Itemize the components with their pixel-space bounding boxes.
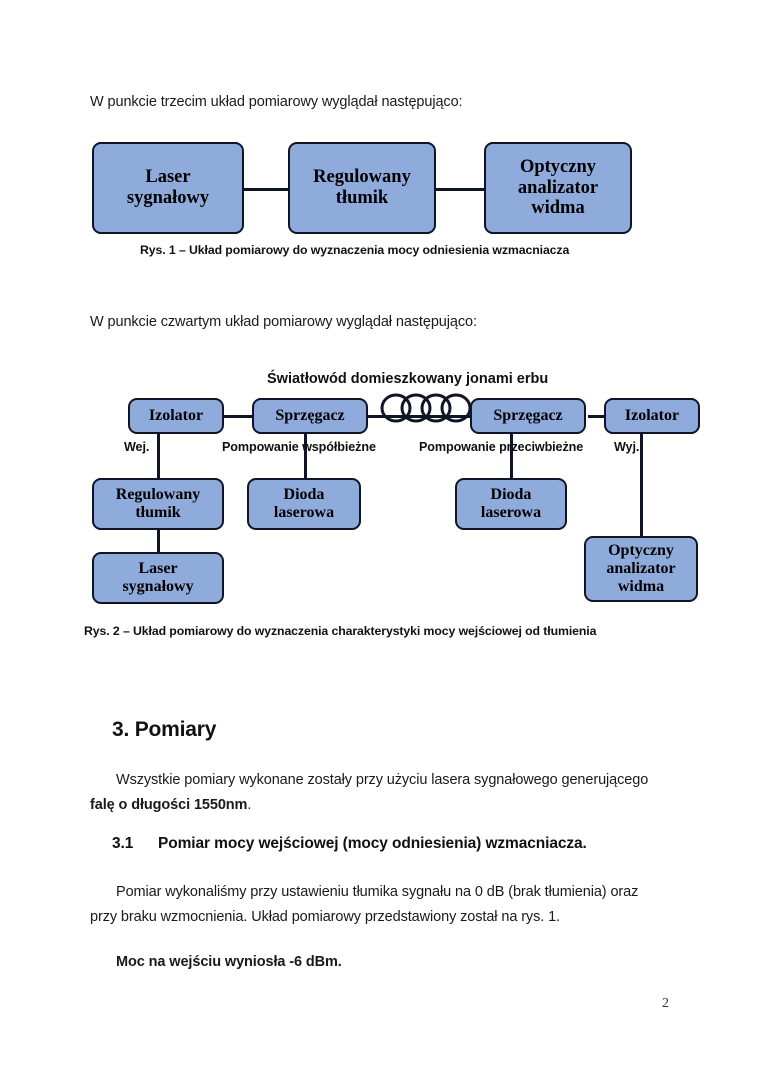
section-3-1-paragraph-a-text: Pomiar wykonaliśmy przy ustawieniu tłumi… [90, 884, 639, 925]
figure2-edge-label-pompowanie-wspolbiezne: Pompowanie współbieżne [222, 440, 376, 454]
figure2-node-sprzegacz-right-label: Sprzęgacz [493, 407, 563, 425]
figure2-node-analizator-line2: analizator [606, 560, 676, 578]
figure1-node-tlumik-line2: tłumik [335, 188, 389, 208]
figure2-node-izolator-right: Izolator [604, 398, 700, 434]
figure2-node-laser-line1: Laser [138, 560, 178, 578]
figure1-node-laser-line1: Laser [145, 167, 191, 188]
section-3-1-paragraph-a: Pomiar wykonaliśmy przy ustawieniu tłumi… [90, 880, 660, 930]
section-3-paragraph-1-bold: falę o długości 1550nm [90, 797, 248, 813]
section-3-1-number: 3.1 [112, 835, 134, 852]
figure1-node-laser-line2: sygnałowy [126, 188, 210, 208]
figure2-node-analizator-line3: widma [617, 577, 665, 595]
figure2-edge-izolator-right-down [640, 430, 643, 538]
figure2-node-laser-line2: sygnałowy [122, 578, 194, 595]
figure1-node-analizator-line3: widma [531, 198, 585, 219]
figure2-edge-sprzegacz-left-down [304, 430, 307, 480]
figure2-node-tlumik-line2: tłumik [135, 504, 181, 521]
figure2-node-sprzegacz-left-label: Sprzęgacz [275, 407, 345, 425]
figure2-fiber-label: Światłowód domieszkowany jonami erbu [267, 371, 549, 387]
intro-paragraph-2: W punkcie czwartym układ pomiarowy wyglą… [90, 314, 477, 330]
figure1-node-laser-sygnalowy: Laser sygnałowy [92, 142, 244, 234]
figure2-edge-izolator-to-sprzegacz-left [222, 415, 270, 418]
figure2-node-dioda-left-line1: Dioda [283, 486, 325, 504]
figure-1-caption: Rys. 1 – Układ pomiarowy do wyznaczenia … [140, 243, 570, 257]
figure2-edge-fiber-span [365, 415, 493, 418]
figure2-edge-sprzegacz-to-izolator-right [588, 415, 610, 418]
figure1-node-regulowany-tlumik: Regulowany tłumik [288, 142, 436, 234]
figure2-edge-izolator-left-down [157, 430, 160, 480]
figure2-node-sprzegacz-right: Sprzęgacz [470, 398, 586, 434]
figure2-node-dioda-laserowa-right: Dioda laserowa [455, 478, 567, 530]
figure2-node-analizator-line1: Optyczny [608, 542, 674, 560]
figure2-node-dioda-laserowa-left: Dioda laserowa [247, 478, 361, 530]
figure1-node-optyczny-analizator-widma: Optyczny analizator widma [484, 142, 632, 234]
section-3-1-paragraph-b: Moc na wejściu wyniosła -6 dBm. [90, 950, 660, 975]
figure2-edge-label-wej: Wej. [124, 440, 150, 454]
section-3-paragraph-1-part-a: Wszystkie pomiary wykonane zostały przy … [116, 772, 649, 788]
section-3-1-paragraph-b-text: Moc na wejściu wyniosła -6 dBm. [116, 954, 342, 970]
figure-2-caption: Rys. 2 – Układ pomiarowy do wyznaczenia … [84, 624, 597, 638]
figure2-node-laser-sygnalowy: Laser sygnałowy [92, 552, 224, 604]
figure2-node-dioda-right-line2: laserowa [480, 504, 542, 521]
figure1-node-analizator-line1: Optyczny [519, 156, 597, 177]
section-3-paragraph-1: Wszystkie pomiary wykonane zostały przy … [90, 768, 670, 818]
page-number: 2 [662, 996, 669, 1011]
figure2-node-optyczny-analizator-widma: Optyczny analizator widma [584, 536, 698, 602]
figure2-node-dioda-left-line2: laserowa [273, 504, 335, 521]
figure2-edge-sprzegacz-right-down [510, 430, 513, 480]
figure2-edge-label-wyj: Wyj. [614, 440, 640, 454]
figure1-node-analizator-line2: analizator [517, 177, 599, 198]
figure2-node-sprzegacz-left: Sprzęgacz [252, 398, 368, 434]
figure2-node-tlumik-line1: Regulowany [115, 486, 201, 504]
figure2-node-izolator-right-label: Izolator [624, 407, 680, 425]
section-3-1-heading: 3.1 Pomiar mocy wejściowej (mocy odniesie… [112, 835, 587, 853]
figure2-node-dioda-right-line1: Dioda [490, 486, 532, 504]
figure1-edge-laser-to-tlumik [240, 188, 292, 191]
intro-paragraph-1: W punkcie trzecim układ pomiarowy wygląd… [90, 94, 463, 110]
figure1-node-tlumik-line1: Regulowany [313, 167, 411, 188]
figure2-node-izolator-left: Izolator [128, 398, 224, 434]
figure2-node-regulowany-tlumik: Regulowany tłumik [92, 478, 224, 530]
figure2-edge-tlumik-to-laser [157, 529, 160, 554]
figure2-edge-label-pompowanie-przeciwbiezne: Pompowanie przeciwbieżne [419, 440, 584, 454]
figure1-edge-tlumik-to-analizator [432, 188, 488, 191]
section-3-1-title: Pomiar mocy wejściowej (mocy odniesienia… [158, 835, 587, 852]
section-3-heading: 3. Pomiary [112, 718, 217, 741]
section-3-paragraph-1-part-c: . [247, 797, 252, 813]
figure2-node-izolator-left-label: Izolator [148, 407, 204, 425]
